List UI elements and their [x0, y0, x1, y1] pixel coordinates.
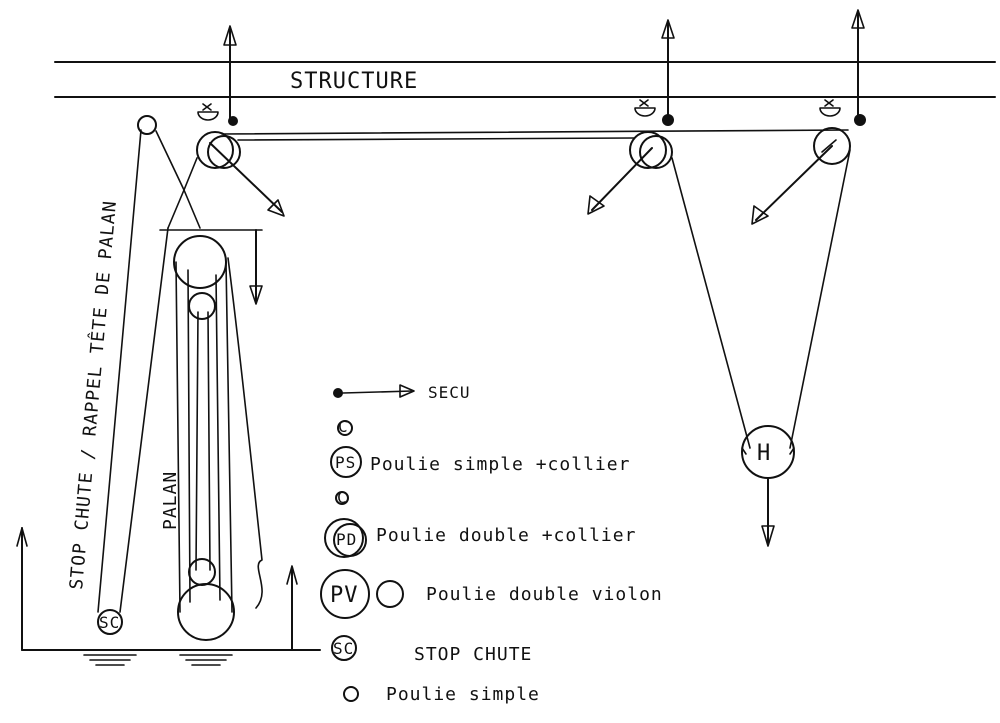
svg-text:SC: SC: [333, 639, 354, 658]
svg-text:SC: SC: [99, 613, 120, 632]
svg-text:C: C: [337, 488, 348, 507]
legend-secu: SECU: [428, 383, 471, 402]
legend-poulie-double-collier: Poulie double +collier: [376, 525, 636, 546]
poulie-simple-top: [137, 115, 157, 135]
legend-poulie-simple-collier: Poulie simple +collier: [370, 454, 630, 475]
rope-v-to-h: [671, 149, 851, 449]
palan-system: [173, 235, 263, 641]
legend-poulie-simple: Poulie simple: [386, 684, 540, 705]
secu-dots: [228, 114, 866, 126]
collier-icons: [197, 99, 841, 121]
palan-bottom-pulley: [177, 583, 235, 641]
svg-text:H: H: [757, 441, 771, 466]
rope-top: [221, 129, 849, 141]
stop-chute-rope: [97, 129, 263, 613]
stop-chute-bottom: SC: [97, 609, 123, 635]
svg-text:PS: PS: [335, 453, 356, 472]
top-pulleys: [137, 115, 851, 169]
legend-stop-chute: STOP CHUTE: [414, 644, 532, 665]
structure-beam: [54, 61, 996, 98]
legend: SECU C PS Poulie simple +collier C PD Po…: [320, 383, 663, 705]
svg-text:PD: PD: [336, 530, 357, 549]
structure-label: STRUCTURE: [290, 69, 418, 94]
palan-top-pulley: [173, 235, 227, 289]
legend-collier-mark: C: [338, 417, 349, 436]
secu-dot-icon: [333, 388, 343, 398]
pulley-right: [813, 127, 851, 165]
pulley-left: [196, 131, 234, 169]
vertical-arrows: [223, 9, 865, 121]
legend-poulie-double-violon: Poulie double violon: [426, 584, 663, 605]
stop-chute-rappel-label: STOP CHUTE / RAPPEL TÊTE DE PALAN: [65, 199, 121, 590]
diagonal-arrows: [209, 142, 833, 225]
svg-text:PV: PV: [330, 583, 359, 608]
ground-markers: [16, 527, 321, 666]
palan-label: PALAN: [160, 471, 181, 530]
h-pulley: H: [741, 425, 795, 547]
